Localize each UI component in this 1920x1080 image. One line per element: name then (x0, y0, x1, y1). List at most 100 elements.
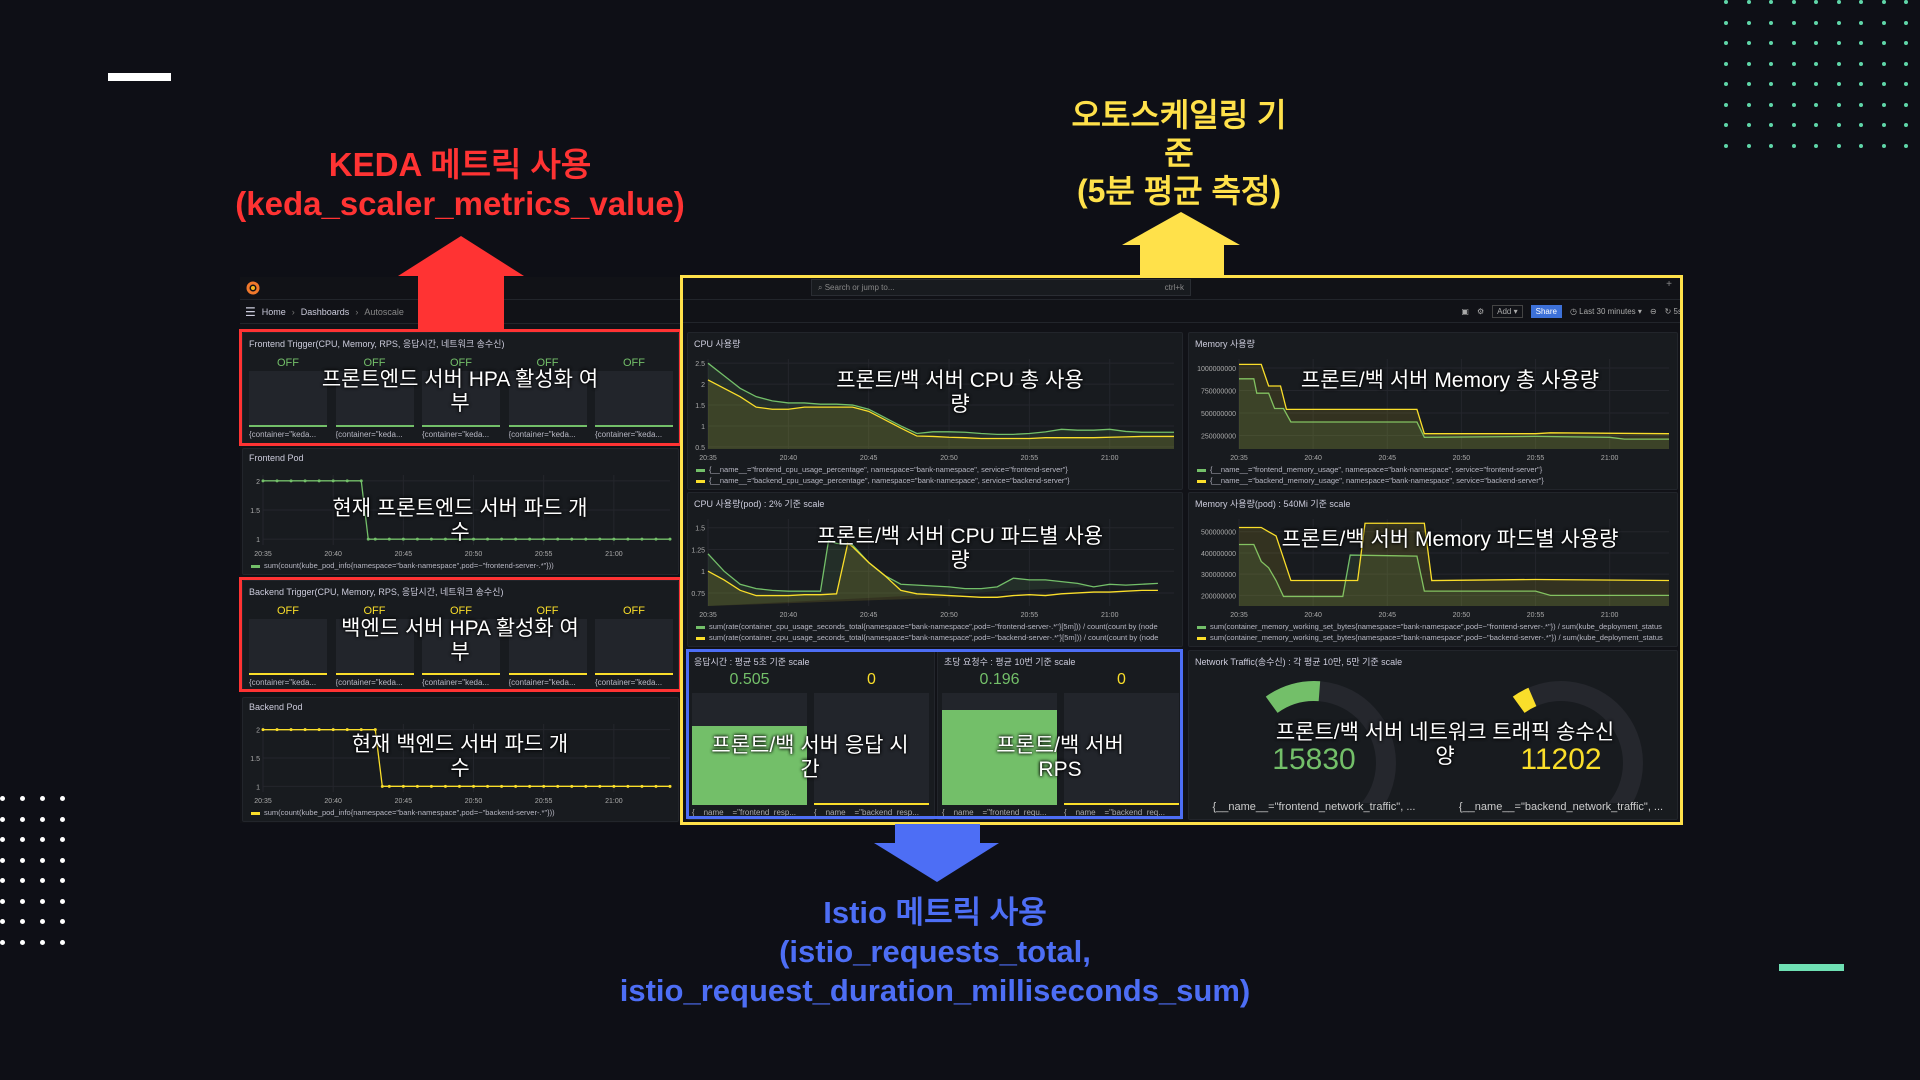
panel-title: CPU 사용량(pod) : 2% 기준 scale (694, 499, 825, 509)
decor-dot (1724, 20, 1728, 25)
data-point (401, 784, 405, 788)
x-tick-label: 20:45 (860, 455, 878, 462)
data-point (331, 728, 335, 732)
gauge-value: 11202 (1520, 743, 1602, 776)
x-tick-label: 20:35 (254, 798, 272, 805)
decor-dot (1904, 61, 1908, 66)
legend-label[interactable]: {__name__="backend_memory_usage", namesp… (1210, 476, 1544, 485)
gauge-track (1512, 681, 1643, 803)
search-input[interactable]: ⌕ Search or jump to... ctrl+k (811, 279, 1191, 296)
decor-dot (1724, 143, 1728, 148)
autoscale-annotation-line: 오토스케일링 기 (1071, 97, 1287, 133)
plus-icon[interactable]: + (1666, 279, 1672, 290)
gauge-label: {__name__="backend_network_traffic", ... (1458, 801, 1664, 813)
stat-value: 0 (867, 671, 876, 688)
chart: 250000000500000000750000000100000000020:… (1197, 359, 1670, 462)
decor-dot (1724, 0, 1728, 4)
trigger-state: OFF (277, 605, 299, 617)
save-icon[interactable]: ▣ (1461, 307, 1469, 316)
decor-dot (1746, 0, 1751, 4)
decor-dot (1746, 82, 1751, 86)
istio-annotation-line: (istio_requests_total, (779, 934, 1091, 969)
trigger-box (249, 619, 327, 675)
decor-dot (20, 939, 25, 945)
data-point (500, 784, 504, 788)
decor-dot (20, 878, 25, 883)
breadcrumb-dashboards[interactable]: Dashboards (300, 306, 350, 317)
data-point (429, 537, 433, 541)
refresh-button[interactable]: ↻ 5s (1664, 307, 1682, 316)
y-tick-label: 2 (256, 728, 260, 735)
panel-title: Backend Trigger(CPU, Memory, RPS, 응답시간, … (249, 587, 504, 597)
data-point (640, 784, 644, 788)
search-placeholder: Search or jump to... (824, 283, 895, 292)
legend-label[interactable]: sum(rate(container_cpu_usage_seconds_tot… (709, 633, 1159, 642)
decor-dot (1904, 20, 1908, 25)
legend-label[interactable]: sum(container_memory_working_set_bytes{n… (1210, 622, 1662, 631)
x-tick-label: 20:40 (324, 551, 342, 558)
series-area (1239, 378, 1669, 449)
time-range-picker[interactable]: ◷ Last 30 minutes ▾ (1569, 307, 1642, 316)
decor-dot (1814, 82, 1818, 86)
legend-swatch (251, 811, 260, 815)
legend-item: {__name__="frontend_cpu_usage_percentage… (696, 465, 1176, 474)
legend-item: sum(count(kube_pod_info{namespace="bank-… (251, 561, 672, 570)
y-tick-label: 1 (701, 424, 705, 431)
istio-annotation-line: istio_request_duration_milliseconds_sum) (619, 973, 1251, 1008)
x-tick-label: 20:40 (780, 612, 798, 619)
series-line (707, 539, 1158, 592)
legend-label[interactable]: sum(count(kube_pod_info{namespace="bank-… (264, 561, 554, 570)
legend-swatch (696, 625, 705, 629)
gauge (1512, 681, 1643, 803)
legend-swatch (1197, 636, 1206, 640)
bar-gauge-label: {__name__="backend_req... (1064, 808, 1165, 817)
legend-label[interactable]: sum(container_memory_working_set_bytes{n… (1210, 633, 1663, 642)
decor-dot (1859, 41, 1863, 45)
trigger-label: {container="keda... (335, 678, 403, 687)
legend-label[interactable]: sum(count(kube_pod_info{namespace="bank-… (264, 808, 555, 817)
y-tick-label: 1 (701, 569, 705, 576)
settings-icon[interactable]: ⚙ (1476, 307, 1485, 316)
time-range-label: Last 30 minutes (1579, 307, 1636, 316)
data-point (429, 784, 433, 788)
add-button[interactable]: Add ▾ (1492, 305, 1523, 318)
legend-label[interactable]: {__name__="backend_cpu_usage_percentage"… (709, 476, 1070, 485)
refresh-interval: 5s (1673, 307, 1682, 316)
legend-label[interactable]: {__name__="frontend_memory_usage", names… (1210, 465, 1543, 474)
data-point (570, 784, 574, 788)
panel-title: Frontend Pod (249, 453, 304, 463)
y-tick-label: 0.75 (691, 591, 705, 598)
decor-dot (1859, 20, 1863, 25)
x-tick-label: 20:45 (1379, 455, 1397, 462)
decor-dot (1814, 20, 1818, 25)
share-button[interactable]: Share (1530, 305, 1562, 318)
panel-title: CPU 사용량 (694, 339, 741, 349)
zoom-out-icon[interactable]: ⊖ (1649, 307, 1657, 316)
x-tick-label: 20:35 (1230, 612, 1248, 619)
x-tick-label: 20:50 (1453, 455, 1471, 462)
breadcrumb-home[interactable]: Home (261, 306, 286, 317)
decor-dot (1904, 143, 1908, 148)
x-tick-label: 20:35 (699, 455, 717, 462)
legend-item: sum(count(kube_pod_info{namespace="bank-… (251, 808, 672, 817)
decor-dot (1746, 20, 1751, 25)
menu-icon[interactable]: ☰ (245, 304, 256, 319)
bar-gauge-fill (942, 709, 1057, 803)
data-point (366, 537, 370, 541)
legend-label[interactable]: sum(rate(container_cpu_usage_seconds_tot… (709, 622, 1158, 631)
decor-dot (1769, 0, 1773, 4)
decor-dot (1836, 102, 1841, 107)
legend-label[interactable]: {__name__="frontend_cpu_usage_percentage… (709, 465, 1068, 474)
decor-dot (1836, 0, 1841, 4)
trigger-state: OFF (536, 357, 559, 369)
decor-dot (1769, 20, 1773, 25)
series-area (708, 543, 1158, 606)
trigger-state: OFF (277, 357, 299, 369)
data-point (528, 784, 532, 788)
data-point (668, 537, 672, 541)
data-point (443, 537, 447, 541)
